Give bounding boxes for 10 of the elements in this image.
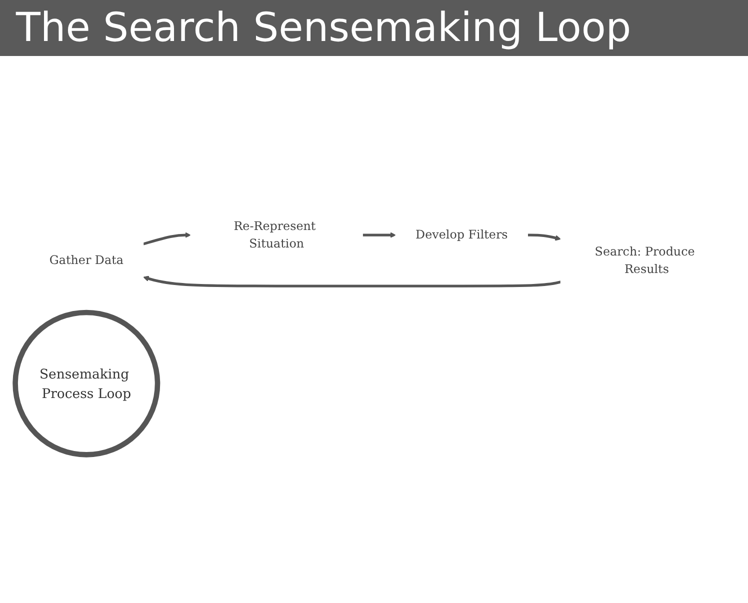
- title-banner: The Search Sensemaking Loop: [0, 0, 748, 56]
- arrow: [142, 232, 191, 246]
- node-text: Gather Data: [49, 254, 124, 268]
- node-text: Develop Filters: [416, 228, 508, 242]
- node-text: Search: Produce Results: [594, 244, 695, 276]
- arrow: [528, 234, 561, 241]
- arrow: [143, 276, 562, 288]
- node-text: Re-Represent Situation: [234, 219, 316, 251]
- node-circle: Sensemaking Process Loop: [12, 310, 160, 458]
- arrow: [362, 232, 396, 238]
